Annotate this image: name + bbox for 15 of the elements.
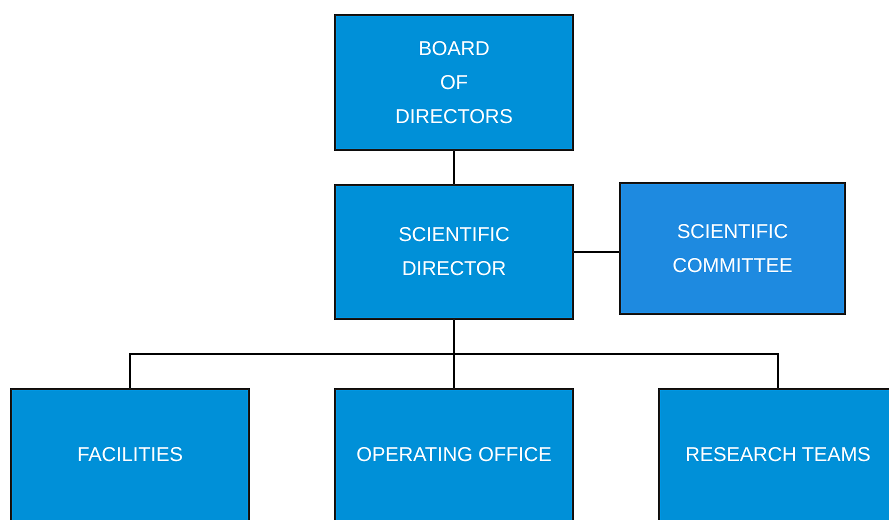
box-label: BOARD OF DIRECTORS [394,36,514,130]
box-label: RESEARCH TEAMS [685,443,871,468]
box-label: FACILITIES [77,443,183,468]
connector-line [453,320,779,388]
box-label: SCIENTIFIC COMMITTEE [672,220,794,278]
org-box [658,388,889,520]
org-box [619,182,846,315]
connector-line [453,151,455,184]
org-box [334,388,574,520]
box-label: OPERATING OFFICE [356,443,552,468]
box-label: SCIENTIFIC DIRECTOR [397,223,511,282]
connector-line [574,251,619,253]
org-box [10,388,250,520]
org-box [334,184,574,320]
org-box [334,14,574,151]
